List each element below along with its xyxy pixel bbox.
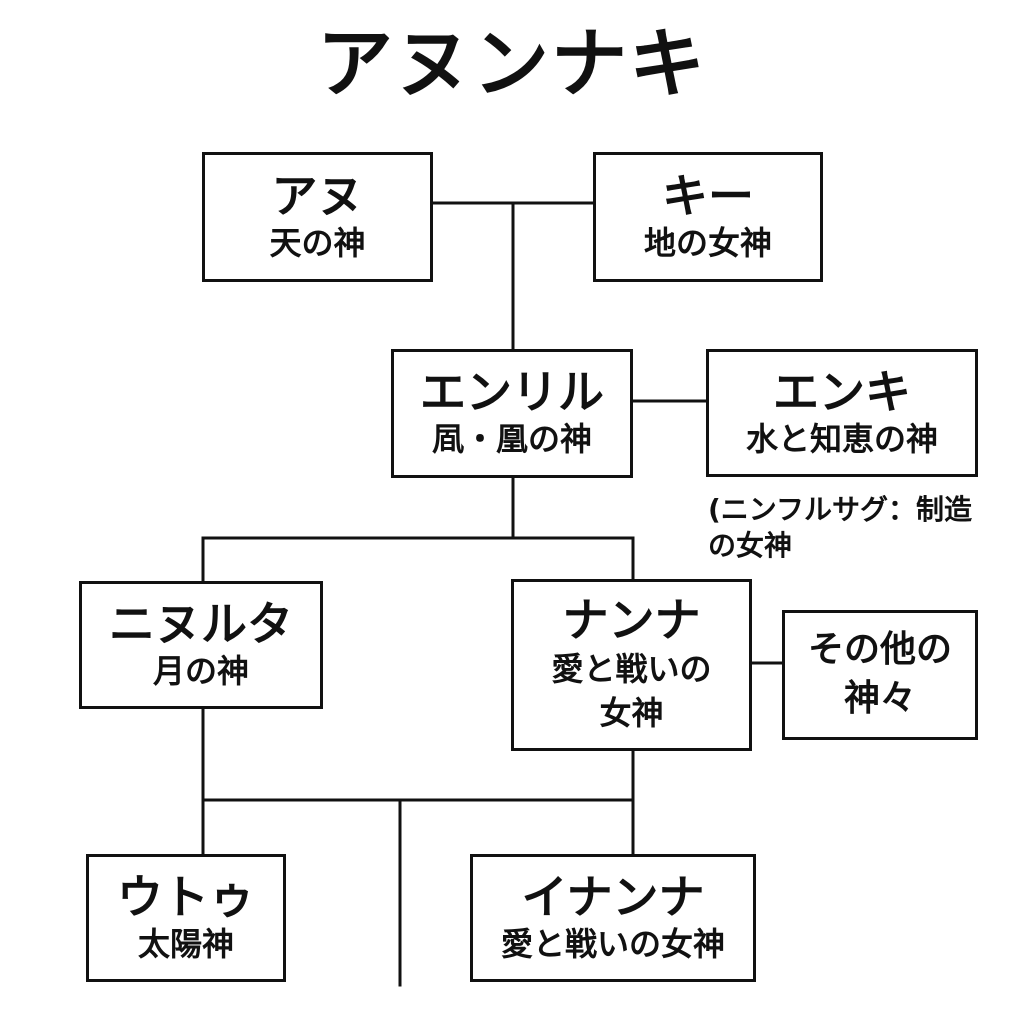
node-ninurta-name: ニヌルタ (109, 596, 293, 651)
node-nanna-desc: 愛と戦いの女神 (551, 649, 712, 733)
node-ninurta-desc: 月の神 (152, 651, 249, 690)
node-anu-desc: 天の神 (269, 223, 366, 262)
node-others: その他の神々 (782, 610, 978, 740)
diagram-title: アヌンナキ (317, 19, 707, 108)
node-utu-desc: 太陽神 (137, 924, 234, 963)
node-inanna-name: イナンナ (521, 869, 705, 924)
node-nanna: ナンナ 愛と戦いの女神 (511, 579, 752, 751)
node-ninurta: ニヌルタ 月の神 (79, 581, 323, 709)
node-utu-name: ウトゥ (117, 869, 255, 924)
node-others-label: その他の神々 (807, 629, 952, 719)
node-inanna-desc: 愛と戦いの女神 (500, 924, 725, 963)
node-utu: ウトゥ 太陽神 (86, 854, 286, 982)
node-ki: キー 地の女神 (593, 152, 823, 282)
node-anu-name: アヌ (271, 168, 364, 223)
node-nanna-name: ナンナ (562, 592, 701, 647)
node-ki-name: キー (662, 168, 754, 223)
node-anu: アヌ 天の神 (202, 152, 433, 282)
node-enki-desc: 水と知恵の神 (745, 419, 938, 458)
node-enlil: エンリル 凮・凰の神 (391, 349, 633, 478)
ninhursag-note: (ニンフルサグ：制造の女神 (708, 493, 972, 563)
node-enlil-desc: 凮・凰の神 (431, 420, 592, 459)
node-ki-desc: 地の女神 (643, 223, 772, 262)
node-inanna: イナンナ 愛と戦いの女神 (470, 854, 756, 982)
node-enlil-name: エンリル (420, 365, 604, 420)
node-enki: エンキ 水と知恵の神 (706, 349, 978, 477)
node-enki-name: エンキ (773, 364, 911, 419)
